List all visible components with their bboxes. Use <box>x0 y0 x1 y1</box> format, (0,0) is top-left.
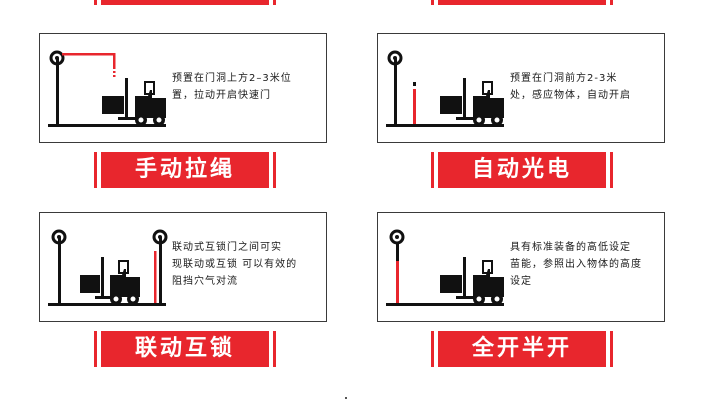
full-half-open-illustration-icon <box>386 229 504 306</box>
card-description: 联动式互锁门之间可实 现联动或互锁 可以有效的 阻挡穴气对流 <box>172 242 298 287</box>
card-auto-photo-sensor: 预置在门洞前方2-3米 处，感应物体，自动开启 <box>377 33 665 143</box>
label-manual-pull-cord: 手动拉绳 <box>94 152 276 188</box>
interlock-illustration-icon <box>48 229 168 306</box>
card-full-half-open: 具有标准装备的高低设定 苗能，参照出入物体的高度 设定 <box>377 212 665 322</box>
label-full-half-open: 全开半开 <box>431 331 613 367</box>
top-red-strip-right <box>431 0 613 5</box>
label-interlock: 联动互锁 <box>94 331 276 367</box>
pull-cord-illustration-icon <box>48 50 166 127</box>
card-manual-pull-cord: 预置在门洞上方2–3米位 置，拉动开启快速门 <box>39 33 327 143</box>
card-description: 预置在门洞上方2–3米位 置，拉动开启快速门 <box>172 73 292 101</box>
card-description: 预置在门洞前方2-3米 处，感应物体，自动开启 <box>510 73 631 101</box>
top-red-strip-left <box>94 0 276 5</box>
stray-dot <box>345 397 347 399</box>
card-description: 具有标准装备的高低设定 苗能，参照出入物体的高度 设定 <box>510 242 642 287</box>
card-interlock: 联动式互锁门之间可实 现联动或互锁 可以有效的 阻挡穴气对流 <box>39 212 327 322</box>
photo-sensor-illustration-icon <box>386 50 504 127</box>
label-auto-photo-sensor: 自动光电 <box>431 152 613 188</box>
